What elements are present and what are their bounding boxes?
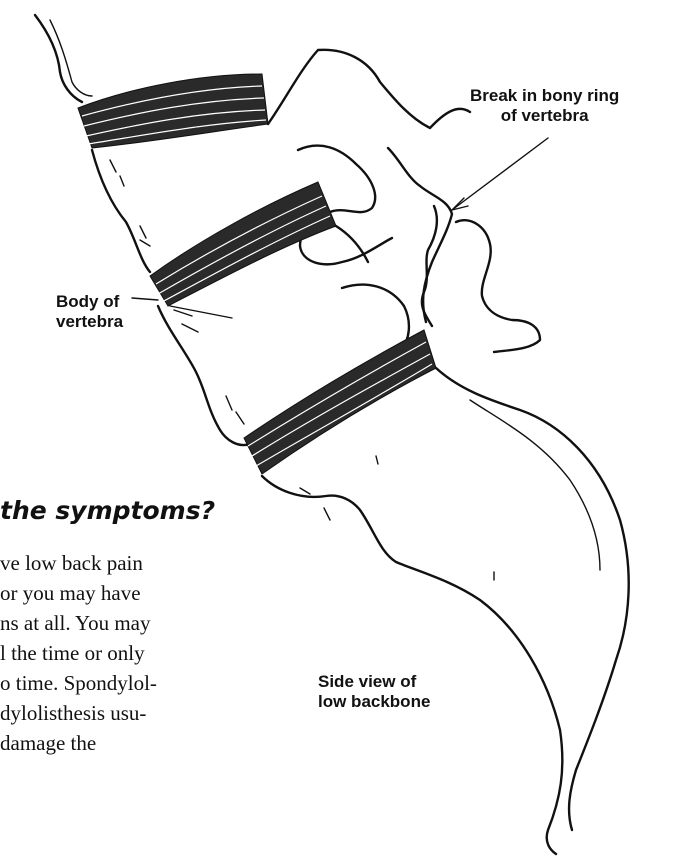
paragraph-line: ns at all. You may	[0, 608, 157, 638]
sacrum-inner-line	[470, 400, 600, 570]
body-label-leader	[132, 298, 232, 318]
side-view-label-line1: Side view of	[318, 672, 430, 692]
vertebra-upper-detail	[110, 160, 150, 246]
break-label: Break in bony ring of vertebra	[470, 86, 619, 126]
spine-upper-outline	[35, 15, 82, 102]
disc-top	[78, 74, 268, 148]
side-view-label: Side view of low backbone	[318, 672, 430, 712]
body-label: Body of vertebra	[56, 292, 123, 332]
break-label-line2: of vertebra	[470, 106, 619, 126]
section-heading: the symptoms?	[0, 496, 215, 525]
body-label-line2: vertebra	[56, 312, 123, 332]
disc-middle	[150, 182, 336, 306]
paragraph-line: or you may have	[0, 578, 157, 608]
body-paragraph: ve low back pain or you may have ns at a…	[0, 548, 157, 758]
disc-lower	[244, 330, 436, 474]
posterior-element-mid	[388, 148, 452, 322]
paragraph-line: l the time or only	[0, 638, 157, 668]
paragraph-line: o time. Spondylol-	[0, 668, 157, 698]
break-label-line1: Break in bony ring	[470, 86, 619, 106]
paragraph-line: dylolisthesis usu-	[0, 698, 157, 728]
sacrum-outline	[262, 368, 629, 854]
break-label-leader	[452, 138, 548, 210]
side-view-label-line2: low backbone	[318, 692, 430, 712]
paragraph-line: ve low back pain	[0, 548, 157, 578]
paragraph-line: damage the	[0, 728, 157, 758]
body-label-line1: Body of	[56, 292, 123, 312]
